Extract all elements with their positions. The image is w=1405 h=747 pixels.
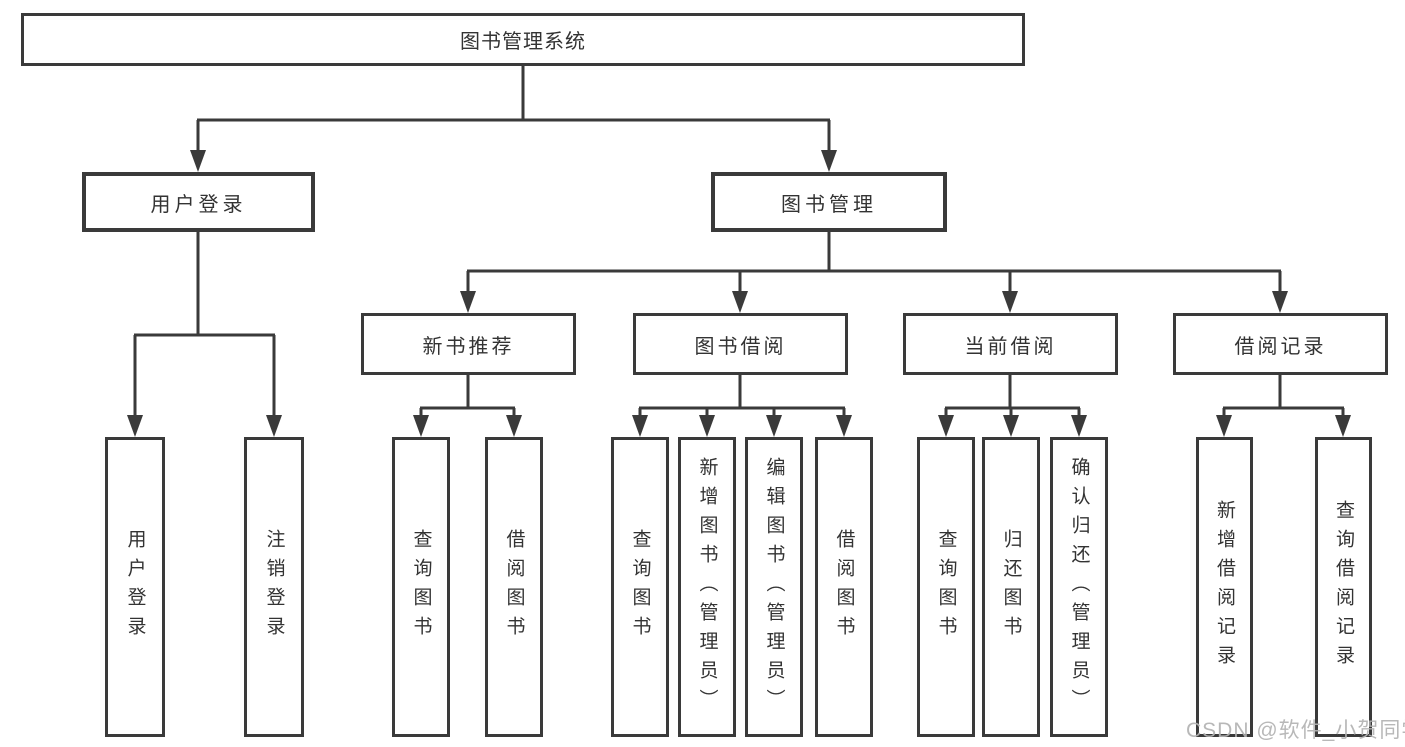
arrowhead-records <box>1272 291 1288 313</box>
node-leaf-br-query-record: 查询借阅记录 <box>1315 437 1372 737</box>
arrowhead-cb-confirm <box>1071 415 1087 437</box>
arrowhead-cb-return <box>1003 415 1019 437</box>
arrowhead-br-query <box>1335 415 1351 437</box>
node-label: 当前借阅 <box>964 335 1057 358</box>
node-user-login: 用户登录 <box>82 172 315 232</box>
arrowhead-nb-borrow <box>506 415 522 437</box>
node-label: 查询图书 <box>629 529 651 645</box>
node-label: 图书借阅 <box>694 335 787 358</box>
node-leaf-cb-return-book: 归还图书 <box>982 437 1040 737</box>
arrowhead-bb-add <box>699 415 715 437</box>
node-label: 确认归还（管理员） <box>1068 456 1090 718</box>
node-leaf-logout: 注销登录 <box>244 437 304 737</box>
arrowhead-leaf-logout <box>266 415 282 437</box>
node-label: 查询图书 <box>410 529 432 645</box>
node-book-borrow: 图书借阅 <box>633 313 848 375</box>
node-leaf-nb-query-book: 查询图书 <box>392 437 450 737</box>
arrowhead-book-mgmt <box>821 150 837 172</box>
node-label: 新增图书（管理员） <box>696 456 718 718</box>
arrowhead-current <box>1002 291 1018 313</box>
arrowhead-br-add <box>1216 415 1232 437</box>
node-leaf-bb-add-book: 新增图书（管理员） <box>678 437 736 737</box>
node-leaf-bb-borrow-book: 借阅图书 <box>815 437 873 737</box>
node-new-book-rec: 新书推荐 <box>361 313 576 375</box>
connector-records-children <box>1216 375 1351 437</box>
connector-borrow-children <box>632 375 852 437</box>
node-label: 注销登录 <box>263 529 285 645</box>
node-leaf-bb-query-book: 查询图书 <box>611 437 669 737</box>
arrowhead-cb-query <box>938 415 954 437</box>
connector-new-book-children <box>413 375 522 437</box>
node-label: 借阅图书 <box>833 529 855 645</box>
arrowhead-nb-query <box>413 415 429 437</box>
node-leaf-nb-borrow-book: 借阅图书 <box>485 437 543 737</box>
arrowhead-bb-edit <box>766 415 782 437</box>
connector-user-login-children <box>127 232 282 437</box>
arrowhead-user-login <box>190 150 206 172</box>
node-label: 归还图书 <box>1000 529 1022 645</box>
arrowhead-borrow <box>732 291 748 313</box>
arrowhead-bb-query <box>632 415 648 437</box>
node-leaf-cb-query-book: 查询图书 <box>917 437 975 737</box>
node-label: 查询图书 <box>935 529 957 645</box>
csdn-watermark: CSDN @软件_小贺同学 <box>1186 719 1405 742</box>
node-label: 新书推荐 <box>422 335 515 358</box>
connector-book-mgmt-sections <box>460 232 1288 313</box>
node-label: 用户登录 <box>150 193 247 216</box>
node-leaf-user-login: 用户登录 <box>105 437 165 737</box>
node-label: 图书管理系统 <box>460 31 586 53</box>
node-label: 用户登录 <box>124 529 146 645</box>
node-leaf-cb-confirm-return: 确认归还（管理员） <box>1050 437 1108 737</box>
node-leaf-bb-edit-book: 编辑图书（管理员） <box>745 437 803 737</box>
arrowhead-new-book <box>460 291 476 313</box>
node-label: 编辑图书（管理员） <box>763 456 785 718</box>
node-book-mgmt: 图书管理 <box>711 172 947 232</box>
node-root-system: 图书管理系统 <box>21 13 1025 66</box>
connector-root-to-level2 <box>190 66 837 172</box>
node-borrow-records: 借阅记录 <box>1173 313 1388 375</box>
node-label: 查询借阅记录 <box>1333 500 1354 674</box>
node-label: 借阅记录 <box>1234 335 1327 358</box>
node-label: 借阅图书 <box>503 529 525 645</box>
arrowhead-bb-borrow <box>836 415 852 437</box>
node-current-borrow: 当前借阅 <box>903 313 1118 375</box>
node-label: 图书管理 <box>781 193 877 216</box>
arrowhead-leaf-login <box>127 415 143 437</box>
connector-current-children <box>938 375 1087 437</box>
node-label: 新增借阅记录 <box>1214 500 1235 674</box>
node-leaf-br-add-record: 新增借阅记录 <box>1196 437 1253 737</box>
